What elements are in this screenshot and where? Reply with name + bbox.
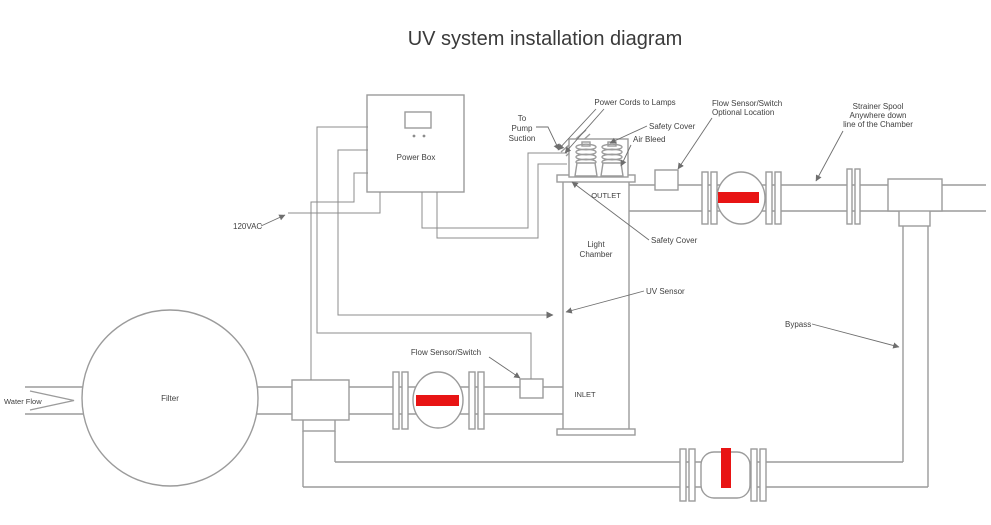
strainer-spool-label-2: Anywhere down <box>850 111 907 120</box>
light-chamber <box>556 174 636 436</box>
wiring <box>288 126 567 380</box>
diagram-title: UV system installation diagram <box>408 28 683 50</box>
flow-sensor-box <box>519 378 544 399</box>
inlet-valve <box>392 371 485 430</box>
flange <box>688 448 696 502</box>
light-chamber-label-1: Light <box>587 240 605 249</box>
pump-suction-label-2: Pump <box>512 124 533 133</box>
power-box-enclosure <box>366 94 465 193</box>
flange <box>750 448 758 502</box>
strainer-spool-label-1: Strainer Spool <box>853 102 904 111</box>
flange <box>392 371 400 430</box>
leader-power-cords-2 <box>564 108 605 154</box>
leader-pump-suction <box>536 126 560 151</box>
bypass-right-collar <box>898 209 931 227</box>
leader-uv-sensor <box>565 290 645 314</box>
uv-sensor-wire <box>337 149 554 319</box>
pump-suction-label-3: Suction <box>509 134 536 143</box>
flange <box>701 171 709 225</box>
power-box <box>366 94 465 193</box>
safety-cover-side-label: Safety Cover <box>651 236 698 245</box>
power-box-led <box>422 134 426 138</box>
flange <box>401 371 409 430</box>
outlet-tee-fitting <box>887 178 943 212</box>
air-bleed-label: Air Bleed <box>633 135 665 144</box>
uv-sensor-label: UV Sensor <box>646 287 685 296</box>
inlet-tee-fitting <box>291 379 350 421</box>
leader-strainer-spool <box>815 130 844 182</box>
power-box-display <box>404 111 432 129</box>
flow-sensor-optional-label-2: Optional Location <box>712 108 774 117</box>
water-inlet-pipe <box>25 386 84 415</box>
filter-vessel <box>81 309 259 487</box>
leader-flow-sensor-optional <box>677 117 713 170</box>
valve-handle <box>416 395 459 406</box>
lamp-cord-2 <box>436 163 567 239</box>
bypass-pipe <box>302 209 931 488</box>
flange <box>468 371 476 430</box>
flow-sensor-optional-label-1: Flow Sensor/Switch <box>712 99 782 108</box>
mains-120vac-wire <box>288 192 381 214</box>
flange <box>765 171 773 225</box>
chamber-body <box>562 178 630 432</box>
power-box-label: Power Box <box>397 153 436 162</box>
power-cords-label: Power Cords to Lamps <box>594 98 675 107</box>
leader-bypass <box>811 323 900 349</box>
strainer-spool-label-3: line of the Chamber <box>843 120 913 129</box>
flange <box>477 371 485 430</box>
chamber-bottom-plate <box>556 428 636 436</box>
outlet-valve <box>701 171 782 225</box>
leader-lines <box>260 108 900 379</box>
water-flow-label: Water Flow <box>4 397 42 406</box>
flow-sensor-label: Flow Sensor/Switch <box>411 348 481 357</box>
flange <box>679 448 687 502</box>
safety-cover-assembly <box>560 129 629 178</box>
flow-sensor-optional-box <box>654 169 679 191</box>
inlet-label: INLET <box>574 390 596 399</box>
leader-air-bleed <box>620 144 632 167</box>
bypass-label: Bypass <box>785 320 811 329</box>
safety-cover-top-label: Safety Cover <box>649 122 696 131</box>
leader-safety-cover-top <box>609 125 648 144</box>
flow-sensor-wire <box>316 126 532 379</box>
leader-120vac <box>260 214 286 227</box>
pump-suction-label-1: To <box>518 114 527 123</box>
leader-safety-cover-side <box>571 181 650 241</box>
light-chamber-label-2: Chamber <box>580 250 613 259</box>
strainer-spool-flange <box>846 168 861 225</box>
lamp-gland-1 <box>574 141 598 177</box>
voltage-label: 120VAC <box>233 222 262 231</box>
power-box-led <box>412 134 416 138</box>
bypass-valve <box>679 448 767 502</box>
flange <box>710 171 718 225</box>
lamp-gland-2 <box>600 141 624 177</box>
water-flow-arrow-icon <box>29 390 75 411</box>
outlet-label: OUTLET <box>591 191 621 200</box>
valve-handle <box>721 448 731 488</box>
aux-wire <box>310 172 368 380</box>
flange <box>774 171 782 225</box>
leader-power-cords-1 <box>557 108 597 151</box>
lamp-cord-1 <box>421 152 567 229</box>
filter-label: Filter <box>161 394 179 403</box>
leader-flow-sensor <box>488 356 521 379</box>
valve-handle <box>718 192 759 203</box>
flange <box>759 448 767 502</box>
